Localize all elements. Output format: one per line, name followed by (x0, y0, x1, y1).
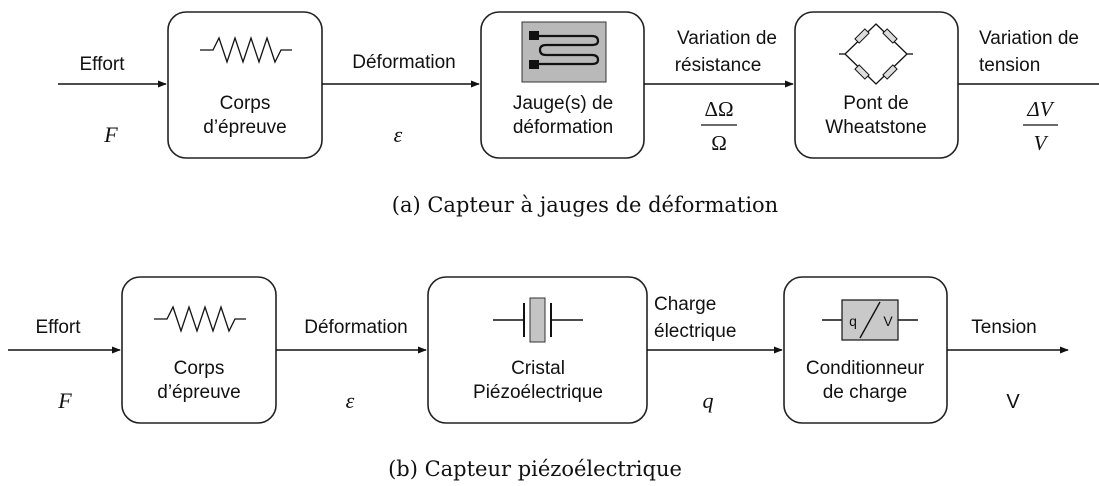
wheatstone-bridge-icon (839, 23, 913, 85)
signal2-numerator-a: ΔΩ (704, 97, 733, 121)
output-label2-a: tension (979, 55, 1040, 76)
caption-b: (b) Capteur piézoélectrique (388, 457, 682, 481)
block1-line1-b: Corps (174, 358, 225, 379)
block3-line2-a: Wheatstone (825, 117, 926, 138)
block3-line2-b: de charge (823, 382, 908, 403)
signal2-label2-a: résistance (675, 55, 762, 76)
input-label-b: Effort (35, 317, 81, 338)
signal2-label2-b: électrique (654, 321, 736, 342)
signal1-symbol-b: ε (346, 388, 355, 413)
output-denominator-a: V (1034, 131, 1049, 155)
diagram-b: Effort F Corps d’épreuve Déformation ε C… (8, 276, 1069, 481)
charge-amp-icon-label-q: q (849, 313, 857, 329)
signal2-denominator-a: Ω (711, 131, 727, 155)
block2-line1-a: Jauge(s) de (513, 93, 613, 114)
input-symbol-a: F (103, 122, 118, 147)
block3-line1-a: Pont de (843, 93, 909, 114)
signal1-label-a: Déformation (352, 52, 456, 73)
output-label-b: Tension (971, 317, 1037, 338)
block3-line1-b: Conditionneur (806, 358, 925, 379)
block1-line2-a: d’épreuve (203, 117, 286, 138)
signal1-label-b: Déformation (304, 317, 408, 338)
block1-line2-b: d’épreuve (157, 382, 240, 403)
block1-line1-a: Corps (220, 93, 271, 114)
diagram-a: Effort F Corps d’épreuve Déformation ε J… (58, 11, 1099, 217)
block2-line1-b: Cristal (511, 358, 565, 379)
signal1-symbol-a: ε (394, 122, 403, 147)
block2-line2-a: déformation (513, 117, 613, 138)
output-label1-a: Variation de (979, 28, 1079, 49)
output-numerator-a: ΔV (1026, 97, 1054, 121)
signal2-symbol-b: q (703, 388, 714, 413)
output-symbol-b: V (1006, 391, 1020, 413)
strain-gauge-icon (521, 21, 607, 83)
charge-amplifier-icon: q V (822, 299, 918, 341)
input-label-a: Effort (79, 54, 125, 75)
spring-icon (200, 35, 292, 65)
charge-amp-icon-label-v: V (883, 313, 893, 329)
block2-line2-b: Piézoélectrique (473, 382, 603, 403)
block-pont-wheatstone-a (794, 11, 959, 159)
block-corps-epreuve-a (167, 11, 323, 159)
spring-icon (154, 304, 246, 334)
signal2-label1-a: Variation de (677, 28, 777, 49)
caption-a: (a) Capteur à jauges de déformation (392, 193, 778, 217)
input-symbol-b: F (57, 388, 72, 413)
piezo-crystal-icon (493, 297, 583, 343)
signal2-label1-b: Charge (654, 294, 716, 315)
